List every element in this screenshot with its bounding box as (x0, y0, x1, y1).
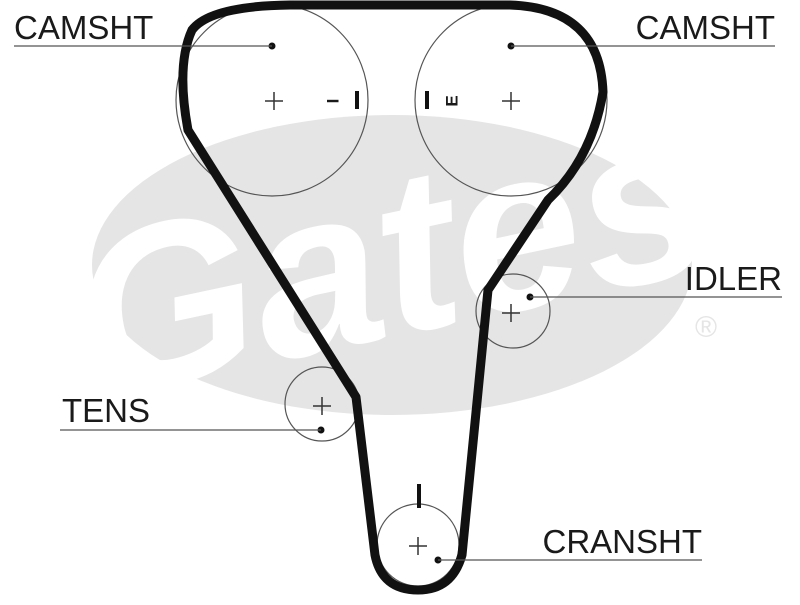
idler-center-cross (502, 304, 520, 322)
tensioner-center-cross (313, 397, 331, 415)
idler-label: IDLER (685, 260, 782, 297)
watermark-registered-mark: ® (695, 311, 717, 344)
intake-timing-mark: I (323, 99, 342, 104)
gates-watermark: Gates ® (51, 64, 730, 448)
camshaft-right-center-cross (502, 92, 520, 110)
camshaft-left-center-cross (265, 92, 283, 110)
tensioner-label: TENS (62, 392, 150, 429)
camshaft-left-label: CAMSHT (14, 9, 153, 46)
timing-belt (178, 0, 608, 595)
camshaft-right-label: CAMSHT (636, 9, 775, 46)
crankshaft-label: CRANSHT (542, 523, 702, 560)
idler-pulley (475, 273, 551, 349)
watermark-ellipse (92, 115, 692, 415)
crankshaft-center-cross (409, 537, 427, 555)
exhaust-timing-mark: E (442, 95, 461, 106)
